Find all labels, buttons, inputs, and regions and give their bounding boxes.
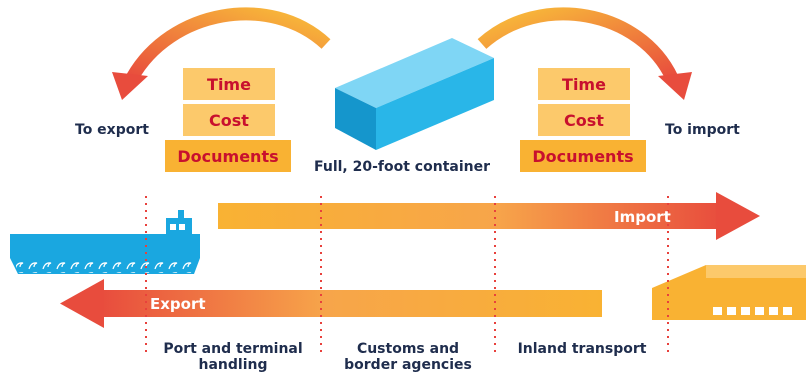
import-curve-arrow xyxy=(477,7,678,81)
stage-customs: Customs and border agencies xyxy=(326,341,490,373)
import-cost-box: Cost xyxy=(538,104,630,136)
import-arrow-label: Import xyxy=(614,208,671,226)
import-arrow-head xyxy=(716,192,760,240)
export-arrow-shaft xyxy=(100,290,602,317)
stage-customs-line2: border agencies xyxy=(344,357,472,373)
import-curve-arrowhead xyxy=(658,72,692,100)
export-time-box: Time xyxy=(183,68,275,100)
export-cost-box: Cost xyxy=(183,104,275,136)
export-arrow-label: Export xyxy=(150,295,206,313)
ship-icon xyxy=(10,210,200,274)
stage-inland-transport: Inland transport xyxy=(500,341,664,357)
import-time-box: Time xyxy=(538,68,630,100)
export-curve-arrow xyxy=(126,7,331,82)
stage-inland-line1: Inland transport xyxy=(517,341,647,357)
warehouse-icon xyxy=(652,265,806,320)
export-documents-box: Documents xyxy=(165,140,291,172)
to-export-label: To export xyxy=(75,122,149,138)
import-arrow-shaft xyxy=(218,203,723,229)
export-arrow-head xyxy=(60,279,104,328)
to-import-label: To import xyxy=(665,122,740,138)
stage-port-line2: handling xyxy=(198,357,268,373)
container-caption: Full, 20-foot container xyxy=(314,159,490,175)
stage-port-handling: Port and terminal handling xyxy=(150,341,316,373)
import-documents-box: Documents xyxy=(520,140,646,172)
container-icon xyxy=(335,38,494,150)
export-curve-arrowhead xyxy=(112,72,148,100)
stage-port-line1: Port and terminal xyxy=(163,341,303,357)
stage-customs-line1: Customs and xyxy=(356,341,460,357)
